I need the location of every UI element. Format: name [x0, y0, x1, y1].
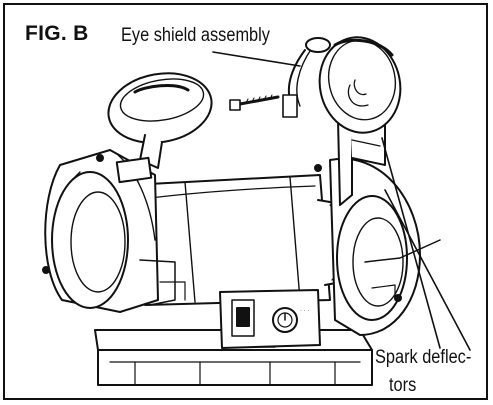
mounting-bolt [229, 94, 280, 111]
figure-frame [3, 3, 488, 400]
motor-housing [129, 174, 353, 306]
spark-deflector-callout-line2: tors [389, 375, 417, 396]
left-wheel-guard [42, 149, 186, 313]
eye-shield-leader [212, 51, 301, 67]
svg-text:· · ·: · · · [300, 308, 309, 314]
right-wheel-guard [314, 157, 441, 336]
figure-label: FIG. B [25, 22, 89, 45]
eye-shield-callout: Eye shield assembly [121, 25, 270, 46]
left-eye-shield [107, 72, 213, 184]
spark-deflector-callout-line1: Spark deflec- [375, 347, 472, 368]
leader-lines [212, 51, 471, 351]
detached-eye-shield [282, 36, 402, 134]
spark-deflector-leader-1 [381, 137, 441, 349]
spark-deflector-leader-2 [384, 189, 471, 351]
control-panel: · · · [219, 289, 321, 349]
